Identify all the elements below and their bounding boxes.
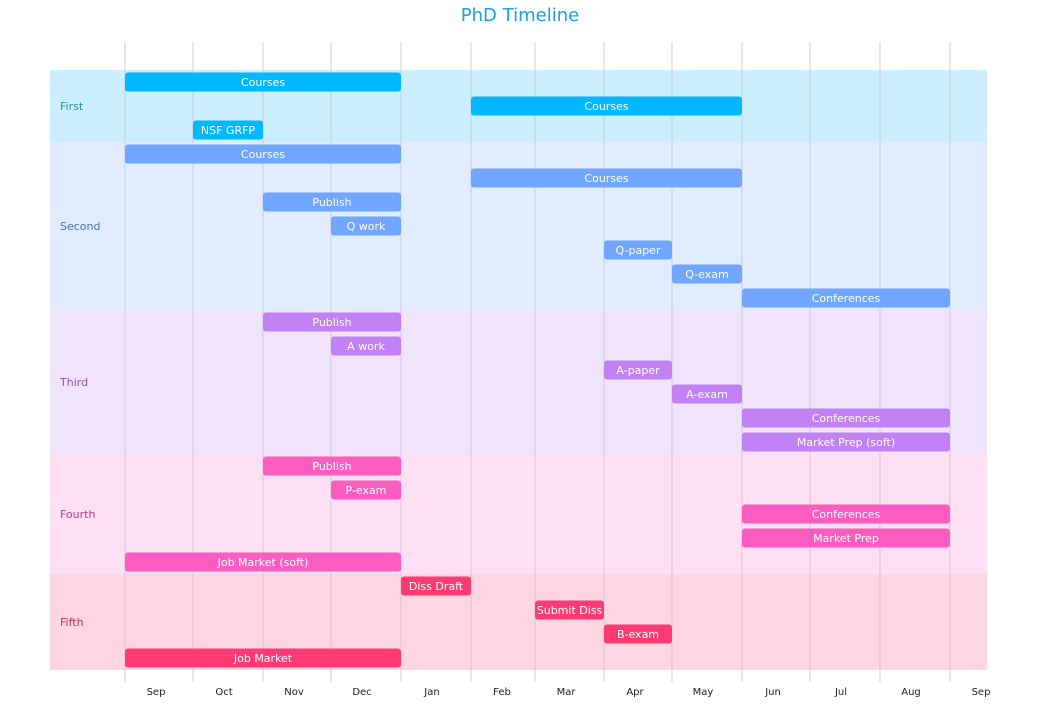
task-label: Conferences <box>812 412 881 425</box>
task-bar <box>604 360 672 380</box>
task-bar <box>125 144 401 164</box>
task-bar <box>742 504 950 524</box>
year-label-fourth: Fourth <box>60 508 95 521</box>
task-bar <box>401 576 471 596</box>
task-bar <box>471 96 742 116</box>
task-label: Job Market <box>233 652 293 665</box>
task-bar <box>193 120 263 140</box>
task-bar <box>125 552 401 572</box>
year-label-fifth: Fifth <box>60 616 84 629</box>
task-bar <box>471 168 742 188</box>
task-label: Diss Draft <box>409 580 464 593</box>
task-label: A work <box>347 340 385 353</box>
task-bar <box>742 408 950 428</box>
month-tick-label: Mar <box>557 687 577 698</box>
month-tick-label: Jan <box>423 687 439 698</box>
year-label-second: Second <box>60 220 100 233</box>
task-bar <box>742 528 950 548</box>
task-label: Submit Diss <box>537 604 603 617</box>
task-label: B-exam <box>617 628 659 641</box>
task-bar <box>535 600 604 620</box>
month-tick-label: Aug <box>901 687 921 698</box>
task-label: Publish <box>312 316 351 329</box>
year-band-second <box>50 142 987 310</box>
task-label: NSF GRFP <box>201 124 256 137</box>
month-tick-label: Jun <box>764 687 781 698</box>
month-tick-label: Jul <box>834 687 847 698</box>
task-label: Q-paper <box>616 244 661 257</box>
task-bar <box>331 480 401 500</box>
year-label-first: First <box>60 100 84 113</box>
task-label: Q-exam <box>685 268 728 281</box>
task-bar <box>604 240 672 260</box>
task-bar <box>331 336 401 356</box>
month-tick-label: May <box>693 687 714 698</box>
task-bar <box>263 456 401 476</box>
month-tick-label: Feb <box>493 687 511 698</box>
chart-title: PhD Timeline <box>460 5 580 26</box>
month-tick-label: Sep <box>147 687 166 698</box>
month-tick-label: Oct <box>215 687 232 698</box>
task-bar <box>263 192 401 212</box>
task-label: Conferences <box>812 508 881 521</box>
month-tick-labels: Sep Oct Nov Dec Jan Feb Mar Apr May Jun Jul Aug Sep <box>147 687 991 698</box>
year-band-third <box>50 310 987 454</box>
task-bar <box>125 72 401 92</box>
task-label: P-exam <box>346 484 387 497</box>
task-bar <box>604 624 672 644</box>
month-tick-label: Nov <box>284 687 304 698</box>
task-label: Courses <box>584 100 628 113</box>
task-label: A-exam <box>686 388 728 401</box>
month-tick-label: Sep <box>972 687 991 698</box>
month-gridlines <box>124 42 951 682</box>
task-bar <box>672 384 742 404</box>
task-label: Courses <box>241 148 285 161</box>
month-tick-label: Dec <box>352 687 371 698</box>
task-label: Job Market (soft) <box>217 556 309 569</box>
task-label: Q work <box>347 220 386 233</box>
task-label: Publish <box>312 196 351 209</box>
task-label: Market Prep (soft) <box>797 436 895 449</box>
task-bar <box>672 264 742 284</box>
task-bar <box>742 288 950 308</box>
task-label: Courses <box>241 76 285 89</box>
task-bar <box>263 312 401 332</box>
task-label: Courses <box>584 172 628 185</box>
task-bar <box>125 648 401 668</box>
task-label: A-paper <box>616 364 660 377</box>
task-label: Publish <box>312 460 351 473</box>
task-label: Market Prep <box>813 532 879 545</box>
task-bar <box>331 216 401 236</box>
year-label-third: Third <box>59 376 88 389</box>
task-label: Conferences <box>812 292 881 305</box>
year-bands <box>50 70 987 670</box>
month-tick-label: Apr <box>626 687 644 698</box>
task-bar <box>742 432 950 452</box>
